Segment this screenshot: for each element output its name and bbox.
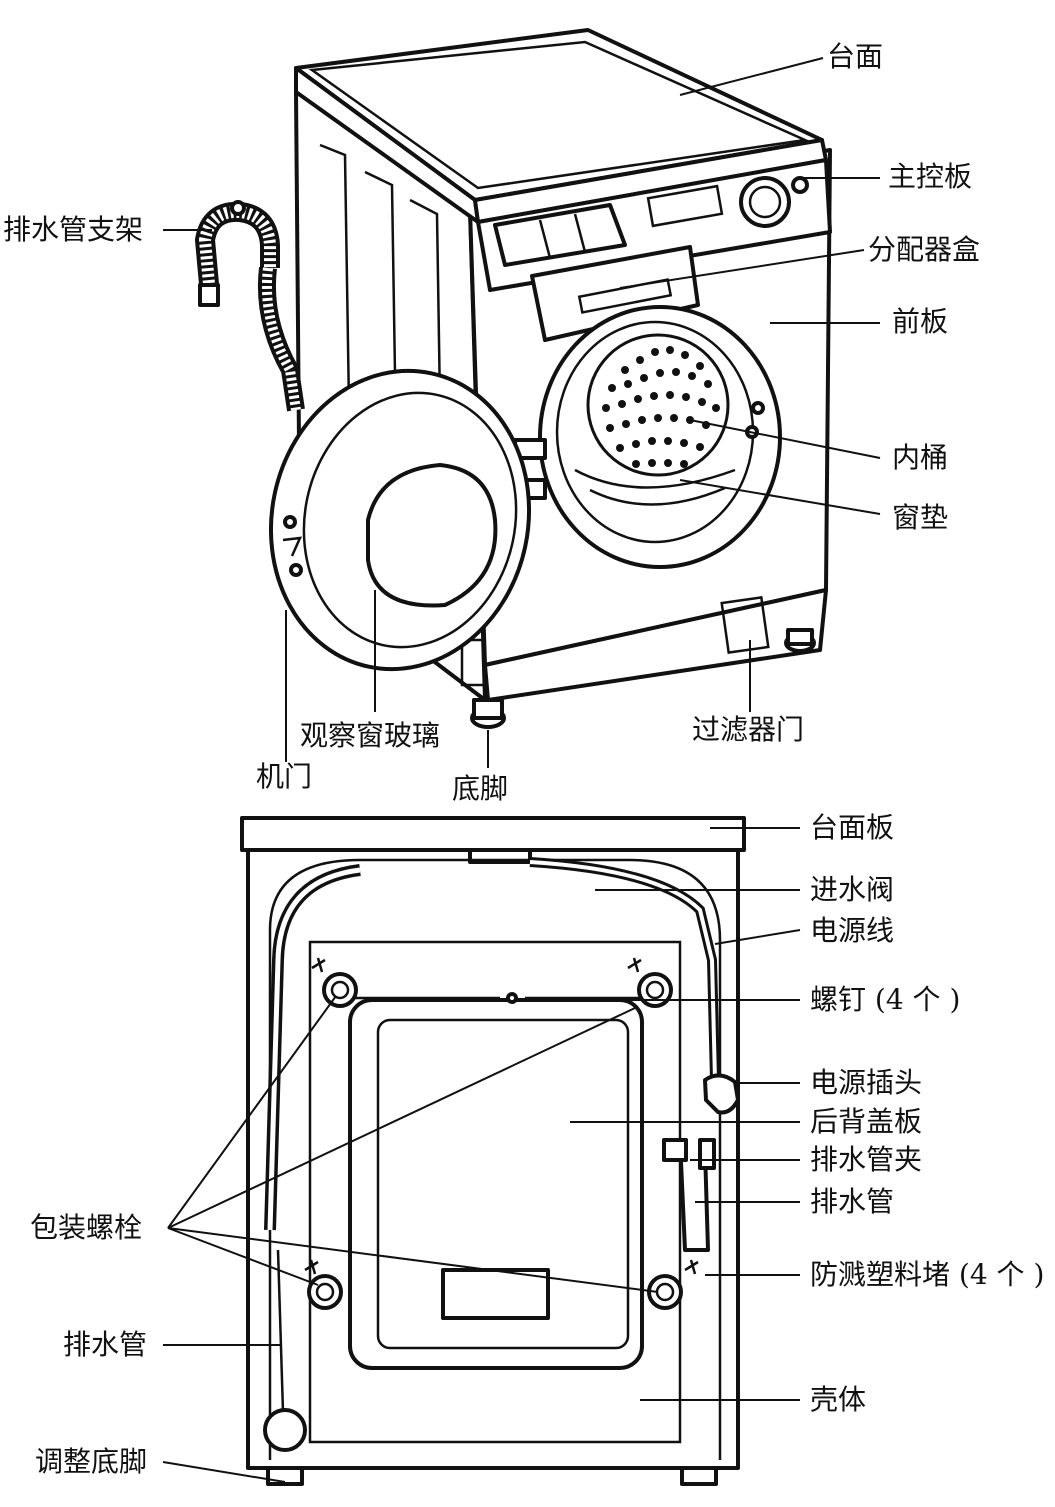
top-panel-shape	[240, 816, 746, 852]
drum-holes	[602, 346, 720, 468]
label-cabinet: 壳体	[810, 1383, 867, 1416]
inner-drum-shape	[586, 333, 730, 477]
power-button	[791, 176, 809, 194]
label-drain-hose-left: 排水管	[63, 1328, 148, 1361]
drain-hose-clip-shape	[698, 1138, 716, 1170]
back-cover-inner	[376, 1018, 630, 1350]
leader-countertop	[679, 57, 824, 96]
label-screws: 螺钉 (4 个 )	[810, 983, 961, 1016]
bottom-leader-lines	[162, 827, 801, 1483]
top-leader-lines	[163, 57, 881, 768]
front-washer-illustration	[194, 28, 832, 729]
door-handle	[282, 536, 303, 557]
label-inner-drum: 内桶	[892, 441, 949, 474]
label-power-plug: 电源插头	[810, 1066, 923, 1099]
viewing-glass-shape	[366, 463, 498, 608]
drain-hose-left-line	[276, 1249, 285, 1413]
washer-foot-body	[786, 628, 814, 646]
shipping-bolt-inner	[645, 980, 665, 1000]
leader-bolt-2	[167, 1007, 636, 1229]
leader-dispenser	[619, 249, 865, 289]
program-knob-inner	[748, 185, 782, 219]
rear-frame	[308, 940, 682, 1444]
drain-hose-top	[257, 266, 305, 412]
leader-bolt-4	[167, 1227, 659, 1293]
label-drain-hose-bracket: 排水管支架	[3, 213, 144, 246]
leader-adjustable-feet	[162, 1461, 286, 1483]
open-door-inner	[302, 391, 518, 649]
label-power-cord: 电源线	[810, 914, 895, 947]
tray-divider	[573, 213, 587, 253]
label-door: 机门	[256, 760, 313, 793]
label-top-panel: 台面板	[810, 811, 895, 844]
door-lock-hole	[751, 401, 765, 415]
drain-hose-bottom	[263, 1408, 307, 1452]
leader-inner-drum	[689, 419, 881, 459]
label-countertop: 台面	[827, 40, 884, 73]
label-drain-hose-clip: 排水管夹	[810, 1143, 923, 1176]
display-window	[646, 184, 724, 228]
shipping-bolt	[307, 1274, 343, 1310]
splash-plug	[304, 1259, 319, 1275]
label-viewing-glass: 观察窗玻璃	[300, 719, 441, 752]
window-gasket-lip	[574, 468, 736, 489]
leader-power-cord	[714, 929, 801, 945]
screw-top	[506, 992, 518, 1004]
door-handle-hole	[289, 563, 303, 577]
washer-foot-body	[472, 698, 504, 720]
splash-plug	[311, 957, 326, 973]
label-shipping-bolts: 包装螺栓	[30, 1211, 143, 1244]
bracket-loop	[230, 200, 246, 216]
program-knob	[739, 176, 791, 228]
leader-bolt-3	[167, 1227, 319, 1286]
label-drain-hose-right: 排水管	[810, 1185, 895, 1218]
label-front-panel: 前板	[892, 305, 949, 338]
splash-plug	[684, 1259, 699, 1275]
filter-door-shape	[720, 596, 770, 654]
shipping-bolt	[637, 972, 673, 1008]
countertop-inner-edge	[308, 40, 810, 190]
leader-gasket	[679, 479, 881, 515]
label-back-cover: 后背盖板	[810, 1105, 923, 1138]
shipping-bolt	[322, 972, 358, 1008]
label-plate	[441, 1268, 550, 1320]
shipping-bolt-inner	[315, 1282, 335, 1302]
leader-bolt-1	[167, 995, 337, 1229]
label-inlet-valve: 进水阀	[810, 873, 895, 906]
dispenser-drawer-front	[530, 245, 700, 342]
shipping-bolt	[647, 1274, 683, 1310]
hose-end	[198, 283, 220, 307]
splash-plug	[627, 957, 642, 973]
power-plug-shape	[703, 1073, 740, 1115]
shipping-bolt-inner	[330, 980, 350, 1000]
adjustable-foot	[680, 1466, 718, 1486]
washer-plinth	[483, 588, 828, 702]
drain-hose-clip-shape	[662, 1138, 688, 1162]
rear-washer-illustration	[240, 816, 746, 1486]
label-foot: 底脚	[452, 772, 509, 805]
drain-hose-loop-inner	[267, 867, 361, 1231]
door-handle-hole	[283, 515, 297, 529]
tray-divider	[538, 219, 552, 259]
side-vent	[460, 638, 486, 687]
dispenser-tray	[493, 203, 627, 267]
label-splash-plugs: 防溅塑料堵 (4 个 )	[810, 1258, 1045, 1291]
drain-hose-top-ribs	[261, 267, 301, 411]
back-cover-shape	[348, 998, 644, 1370]
window-gasket-lip-2	[589, 486, 726, 506]
label-window-gasket: 窗垫	[892, 501, 949, 534]
label-control-panel: 主控板	[888, 160, 973, 193]
inner-cabinet-contour	[268, 858, 722, 1460]
label-dispenser-box: 分配器盒	[868, 233, 981, 266]
label-filter-door: 过滤器门	[692, 713, 805, 746]
power-cord-highlight	[529, 860, 717, 1081]
label-adjustable-feet: 调整底脚	[35, 1445, 148, 1478]
